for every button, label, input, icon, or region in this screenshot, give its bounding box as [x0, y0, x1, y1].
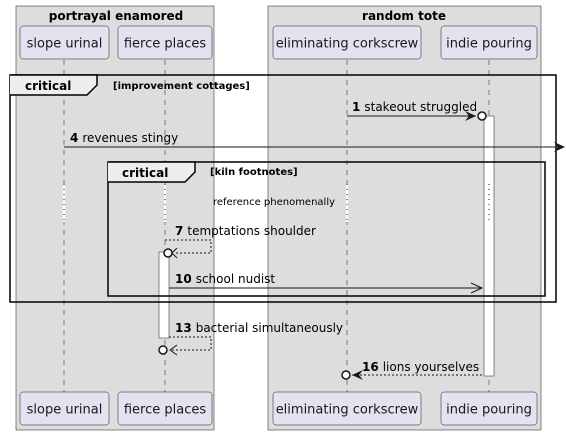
message-label: temptations shoulder: [187, 224, 316, 238]
critical-frame-outer: critical [improvement cottages]: [9, 74, 557, 303]
message-number: 16: [362, 360, 379, 374]
participant-label: indie pouring: [446, 403, 532, 418]
frame-condition: [improvement cottages]: [113, 81, 250, 92]
frame-condition: [kiln footnotes]: [210, 167, 298, 178]
participant-fierce-places-top[interactable]: fierce places: [117, 25, 213, 60]
message-7: 7 temptations shoulder: [163, 224, 316, 259]
message-10: 10 school nudist: [169, 272, 484, 294]
message-7-text: 7 temptations shoulder: [175, 224, 316, 238]
participant-indie-pouring-bottom[interactable]: indie pouring: [440, 391, 538, 426]
participant-label: eliminating corkscrew: [276, 37, 419, 52]
message-1-text: 1 stakeout struggled: [352, 100, 477, 114]
participant-slope-urinal-bottom[interactable]: slope urinal: [19, 391, 110, 426]
frame-keyword: critical: [25, 79, 71, 93]
participant-slope-urinal-top[interactable]: slope urinal: [19, 25, 110, 60]
group-box-portrayal-enamored: portrayal enamored: [15, 5, 215, 431]
participant-indie-pouring-top[interactable]: indie pouring: [440, 25, 538, 60]
message-number: 7: [175, 224, 183, 238]
group-box-title: random tote: [362, 9, 446, 23]
participant-fierce-places-bottom[interactable]: fierce places: [117, 391, 213, 426]
message-label: stakeout struggled: [364, 100, 477, 114]
critical-frame-inner: critical [kiln footnotes]: [107, 161, 546, 297]
delay-label: reference phenomenally: [213, 197, 335, 208]
participant-label: indie pouring: [446, 37, 532, 52]
message-number: 1: [352, 100, 360, 114]
message-label: revenues stingy: [82, 131, 178, 145]
group-box-title: portrayal enamored: [49, 9, 184, 23]
message-label: bacterial simultaneously: [196, 321, 343, 335]
delay-divider: reference phenomenally: [63, 184, 490, 222]
message-label: lions yourselves: [383, 360, 479, 374]
message-4: 4 revenues stingy: [64, 131, 565, 152]
group-box-random-tote: random tote: [267, 5, 542, 431]
message-16: 16 lions yourselves: [341, 360, 484, 380]
activation-bar-indie-pouring: [483, 115, 495, 377]
message-16-text: 16 lions yourselves: [362, 360, 479, 374]
participant-label: slope urinal: [27, 403, 103, 418]
activation-bar-fierce-places: [158, 251, 170, 339]
participant-label: fierce places: [124, 37, 206, 52]
message-number: 13: [175, 321, 192, 335]
participant-label: fierce places: [124, 403, 206, 418]
participant-label: eliminating corkscrew: [276, 403, 419, 418]
message-number: 10: [175, 272, 192, 286]
message-number: 4: [70, 131, 78, 145]
message-label: school nudist: [196, 272, 276, 286]
participant-label: slope urinal: [27, 37, 103, 52]
message-4-text: 4 revenues stingy: [70, 131, 178, 145]
participant-eliminating-corkscrew-bottom[interactable]: eliminating corkscrew: [272, 391, 422, 426]
message-13: 13 bacterial simultaneously: [158, 321, 343, 356]
participant-eliminating-corkscrew-top[interactable]: eliminating corkscrew: [272, 25, 422, 60]
message-10-text: 10 school nudist: [175, 272, 275, 286]
frame-keyword: critical: [122, 166, 168, 180]
message-13-text: 13 bacterial simultaneously: [175, 321, 343, 335]
message-1: 1 stakeout struggled: [347, 100, 487, 121]
